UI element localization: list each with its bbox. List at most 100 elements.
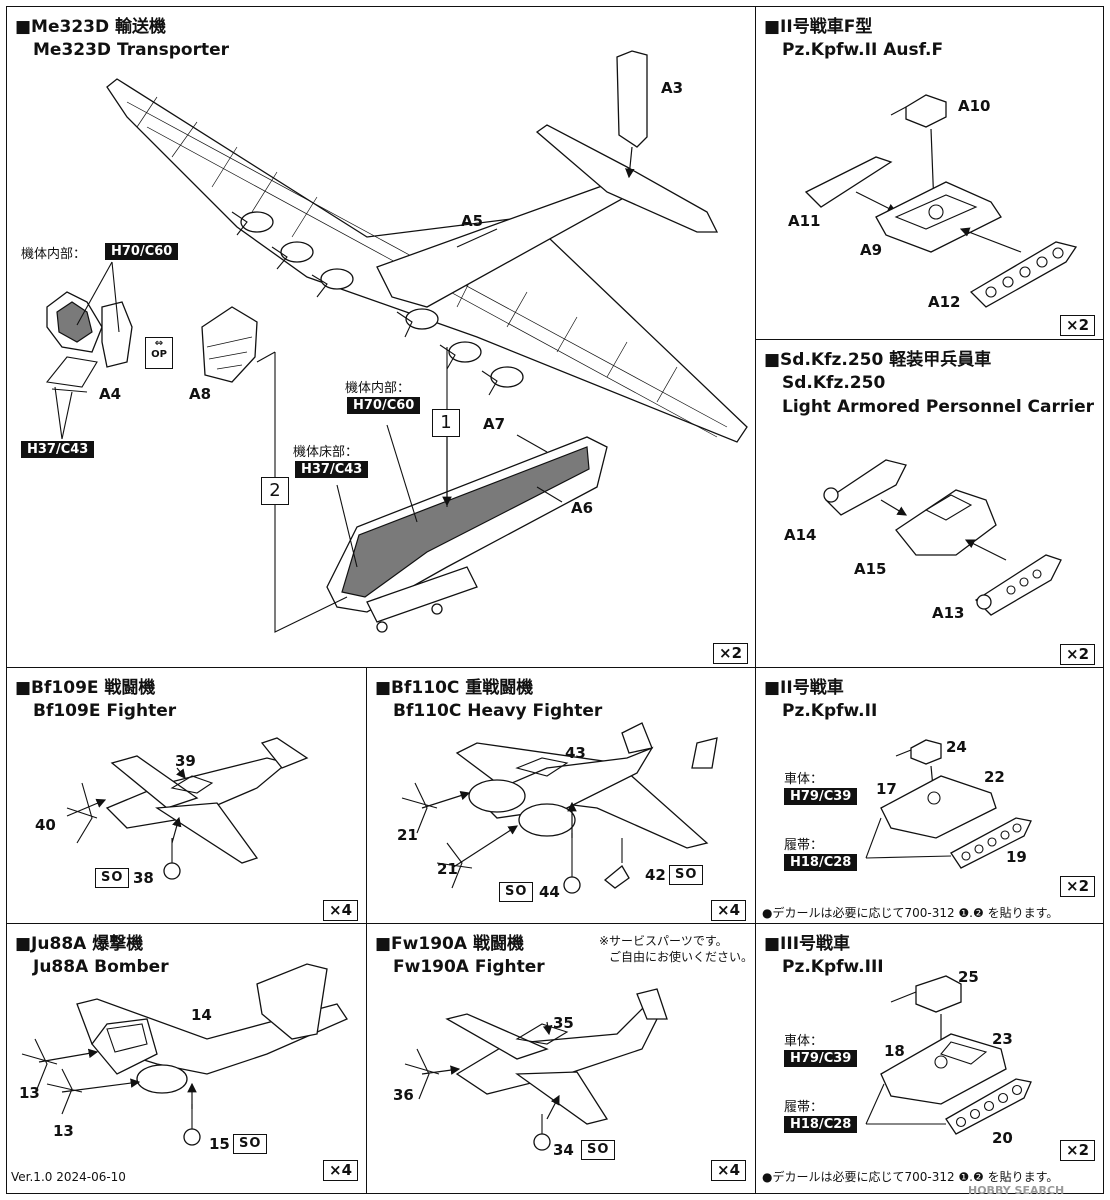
part-label-34: 34 <box>553 1141 574 1159</box>
part-label-A10: A10 <box>958 97 991 115</box>
part-label-A3: A3 <box>661 79 684 97</box>
part-label-19: 19 <box>1006 848 1027 866</box>
panel-title-jp: ■Bf110C 重戦闘機 <box>375 678 534 698</box>
interior2-label: 機体内部： <box>345 381 411 396</box>
part-label-23: 23 <box>992 1030 1013 1048</box>
bf109-drawing <box>66 737 309 880</box>
interior-color-badge: H70/C60 <box>105 243 179 260</box>
part-label-17: 17 <box>876 780 897 798</box>
part-label-22: 22 <box>984 768 1005 786</box>
part-label-A12: A12 <box>928 293 961 311</box>
part-label-39: 39 <box>175 752 196 770</box>
interior-label: 機体内部： <box>21 247 87 262</box>
panel-title-en: Pz.Kpfw.II Ausf.F <box>782 40 944 60</box>
hull-color-badge: H79/C39 <box>784 788 858 805</box>
me323-drawing <box>45 50 748 633</box>
fw190-drawing <box>404 988 668 1151</box>
hull-label: 車体： <box>784 1034 824 1049</box>
service-note-2: ご自由にお使いください。 <box>609 950 754 964</box>
part-label-24: 24 <box>946 738 967 756</box>
panel-title-jp: ■Fw190A 戦闘機 <box>375 934 524 954</box>
part-label-36: 36 <box>393 1086 414 1104</box>
part-label-21a: 21 <box>397 826 418 844</box>
option-part-marker: ⇔ OP <box>145 337 173 369</box>
panel-title-jp: ■Sd.Kfz.250 軽装甲兵員車 <box>764 350 992 370</box>
pz2f-drawing <box>804 94 1078 308</box>
panel-fw190: ■Fw190A 戦闘機 Fw190A Fighter ※サービスパーツです。 ご… <box>366 923 756 1194</box>
me323-fuselage <box>376 176 649 308</box>
quantity-multiplier: ×4 <box>711 900 747 921</box>
part-label-15: 15 <box>209 1135 230 1153</box>
part-label-13a: 13 <box>19 1084 40 1102</box>
part-label-13b: 13 <box>53 1122 74 1140</box>
part-label-38: 38 <box>133 869 154 887</box>
part-label-18: 18 <box>884 1042 905 1060</box>
part-label-25: 25 <box>958 968 979 986</box>
part-label-14: 14 <box>191 1006 212 1024</box>
quantity-multiplier: ×2 <box>713 643 749 664</box>
option-icon: ⇔ <box>154 338 164 349</box>
ju88-drawing <box>21 963 348 1146</box>
step-2: 2 <box>261 477 289 505</box>
panel-title-jp: ■III号戦車 <box>764 934 851 954</box>
decal-note: ●デカールは必要に応じて700-312 ❶.❷ を貼ります。 <box>762 906 1059 920</box>
part-label-44: 44 <box>539 883 560 901</box>
decal-note: ●デカールは必要に応じて700-312 ❶.❷ を貼ります。 <box>762 1170 1059 1184</box>
hull-color-badge: H79/C39 <box>784 1050 858 1067</box>
version-label: Ver.1.0 2024-06-10 <box>11 1170 126 1184</box>
part-label-40: 40 <box>35 816 56 834</box>
quantity-multiplier: ×2 <box>1060 644 1096 665</box>
panel-title-en: Fw190A Fighter <box>393 957 545 977</box>
part-label-35: 35 <box>553 1014 574 1032</box>
part-label-43: 43 <box>565 744 586 762</box>
panel-me323: ■Me323D 輸送機 Me323D Transporter <box>6 6 756 668</box>
step-1: 1 <box>432 409 460 437</box>
option-label: OP <box>151 349 167 360</box>
panel-title-jp: ■II号戦車F型 <box>764 17 873 37</box>
panel-ju88: ■Ju88A 爆撃機 Ju88A Bomber 14 13 13 15 SO ×… <box>6 923 367 1194</box>
track-color-badge: H18/C28 <box>784 1116 858 1133</box>
surface-option-marker: SO <box>95 868 130 888</box>
panel-title-en: Ju88A Bomber <box>33 957 169 977</box>
quantity-multiplier: ×2 <box>1060 876 1096 897</box>
surface-option-marker: SO <box>233 1134 268 1154</box>
panel-title-en: Pz.Kpfw.II <box>782 701 878 721</box>
panel-title-en: Sd.Kfz.250 <box>782 373 886 393</box>
track-color-badge: H18/C28 <box>784 854 858 871</box>
floor-label: 機体床部： <box>293 445 359 460</box>
track-label: 履帯： <box>784 838 824 853</box>
panel-pz2: ■II号戦車 Pz.Kpfw.II 24 17 22 19 車体： H79/C3… <box>755 667 1104 924</box>
service-note-1: ※サービスパーツです。 <box>599 934 728 948</box>
floor-color-badge: H37/C43 <box>295 461 369 478</box>
panel-title-en: Bf110C Heavy Fighter <box>393 701 603 721</box>
surface-option-marker: SO <box>581 1140 616 1160</box>
surface-option-marker-44: SO <box>499 882 534 902</box>
panel-title-jp: ■Ju88A 爆撃機 <box>15 934 144 954</box>
part-label-A8: A8 <box>189 385 212 403</box>
part-label-A6: A6 <box>571 499 594 517</box>
pz2-drawing <box>865 739 1032 869</box>
quantity-multiplier: ×4 <box>711 1160 747 1181</box>
quantity-multiplier: ×4 <box>323 1160 359 1181</box>
part-label-A13: A13 <box>932 604 965 622</box>
part-label-21b: 21 <box>437 860 458 878</box>
sdkfz-drawing <box>823 459 1062 616</box>
panel-title-en2: Light Armored Personnel Carrier <box>782 397 1095 417</box>
panel-bf110: ■Bf110C 重戦闘機 Bf110C Heavy Fighter 43 21 … <box>366 667 756 924</box>
panel-bf109: ■Bf109E 戦闘機 Bf109E Fighter 39 40 SO 38 ×… <box>6 667 367 924</box>
part-label-A7: A7 <box>483 415 506 433</box>
panel-title-jp: ■II号戦車 <box>764 678 844 698</box>
panel-pz2f: ■II号戦車F型 Pz.Kpfw.II Ausf.F A10 A11 A9 A1… <box>755 6 1104 340</box>
part-label-A4: A4 <box>99 385 122 403</box>
part-label-A11: A11 <box>788 212 821 230</box>
quantity-multiplier: ×2 <box>1060 315 1096 336</box>
panel-title-en: Me323D Transporter <box>33 40 230 60</box>
surface-option-marker-42: SO <box>669 865 704 885</box>
pz3-drawing <box>865 975 1032 1135</box>
part-label-20: 20 <box>992 1129 1013 1147</box>
me323-tailplane <box>535 124 719 233</box>
panel-title-jp: ■Bf109E 戦闘機 <box>15 678 156 698</box>
bf110-drawing <box>401 722 718 894</box>
part-label-A15: A15 <box>854 560 887 578</box>
